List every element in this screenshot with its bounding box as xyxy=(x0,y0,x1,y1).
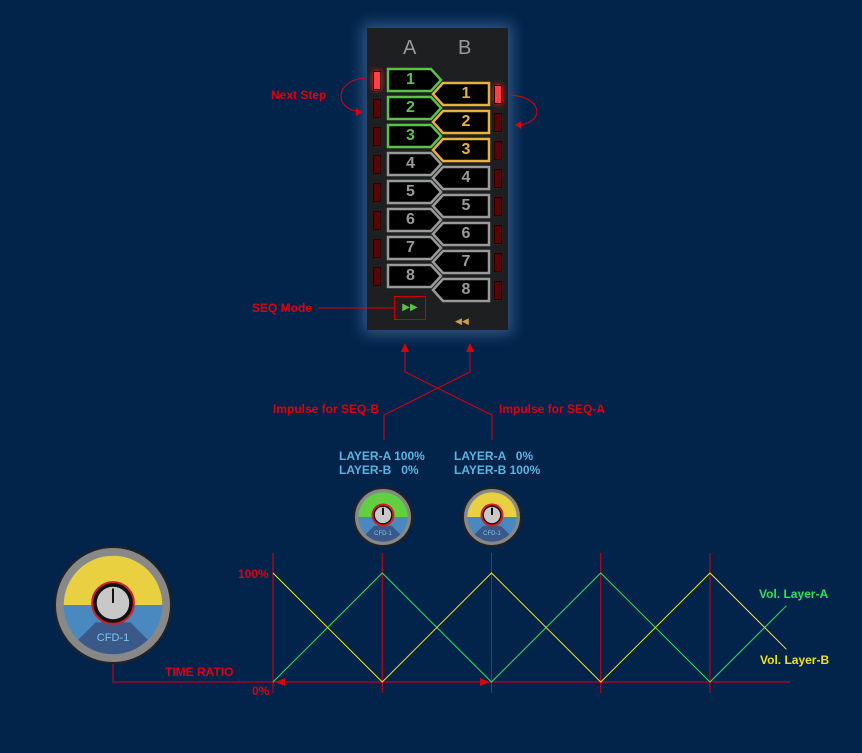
step-b-led xyxy=(494,113,502,132)
time-ratio-label: TIME RATIO xyxy=(165,665,234,679)
step-a-button[interactable] xyxy=(386,179,443,205)
crossfader-knob-layer-a[interactable]: CFD-1 xyxy=(353,487,413,547)
step-b-label: 7 xyxy=(461,253,471,270)
step-a-label: 6 xyxy=(406,211,415,228)
impulse-b-line xyxy=(383,345,471,440)
step-b-label: 8 xyxy=(461,281,471,298)
step-b-led xyxy=(494,281,502,300)
series-line xyxy=(272,572,787,683)
impulse-a-line xyxy=(404,345,493,440)
step-a-led xyxy=(373,99,381,118)
seq-mode-b-button[interactable]: ◀◀ xyxy=(455,316,469,327)
step-a-led xyxy=(373,267,381,286)
crossfader-knob-main[interactable]: CFD-1 xyxy=(54,546,172,664)
impulse-a-label: Impulse for SEQ-A xyxy=(499,402,606,416)
y-tick-0: 0% xyxy=(252,684,270,698)
step-b-label: 4 xyxy=(461,169,471,186)
step-b-button[interactable] xyxy=(431,81,491,107)
step-b-button[interactable] xyxy=(431,137,491,163)
step-b-button[interactable] xyxy=(431,165,491,191)
step-a-button[interactable] xyxy=(386,263,443,289)
crossfader-knob-layer-b[interactable]: CFD-1 xyxy=(462,487,522,547)
step-a-led xyxy=(373,127,381,146)
knob-label: CFD-1 xyxy=(483,531,501,537)
forward-icon: ▶▶ xyxy=(402,302,418,313)
step-b-button[interactable] xyxy=(431,193,491,219)
state-2-text: LAYER-A 0% LAYER-B 100% xyxy=(454,449,541,477)
column-b-header: B xyxy=(458,37,472,59)
legend-layer-a: Vol. Layer-A xyxy=(759,587,829,601)
step-b-button[interactable] xyxy=(431,221,491,247)
step-b-led xyxy=(494,225,502,244)
step-a-label: 1 xyxy=(406,71,415,88)
sequencer-panel: A B 1 1 2 2 3 3 4 4 5 5 6 6 7 7 8 8 ▶▶ ◀◀ xyxy=(367,28,508,330)
step-b-label: 2 xyxy=(461,113,471,130)
step-a-label: 8 xyxy=(406,267,415,284)
step-a-button[interactable] xyxy=(386,123,443,149)
legend-layer-b: Vol. Layer-B xyxy=(760,653,830,667)
step-a-label: 3 xyxy=(406,127,415,144)
step-a-button[interactable] xyxy=(386,151,443,177)
step-a-label: 4 xyxy=(406,155,415,172)
step-b-label: 1 xyxy=(461,85,471,102)
step-a-led xyxy=(373,239,381,258)
crossfade-chart xyxy=(272,553,787,693)
step-b-led xyxy=(494,141,502,160)
seq-mode-label: SEQ Mode xyxy=(252,301,313,315)
column-a-header: A xyxy=(403,37,417,59)
step-a-button[interactable] xyxy=(386,67,443,93)
state-1-text: LAYER-A 100% LAYER-B 0% xyxy=(339,449,425,477)
step-a-led xyxy=(373,155,381,174)
step-a-button[interactable] xyxy=(386,207,443,233)
y-tick-100: 100% xyxy=(238,567,269,581)
step-b-label: 5 xyxy=(461,197,471,214)
step-a-led xyxy=(373,71,381,90)
step-a-label: 5 xyxy=(406,183,415,200)
seq-mode-a-button[interactable]: ▶▶ xyxy=(394,296,426,320)
rewind-icon: ◀◀ xyxy=(455,316,469,326)
next-step-label: Next Step xyxy=(271,88,327,102)
step-b-led xyxy=(494,169,502,188)
knob-label: CFD-1 xyxy=(374,531,392,537)
step-a-led xyxy=(373,211,381,230)
step-b-led xyxy=(494,253,502,272)
step-b-led xyxy=(494,85,502,104)
step-b-button[interactable] xyxy=(431,277,491,303)
step-a-led xyxy=(373,183,381,202)
series-line xyxy=(272,572,787,683)
step-b-button[interactable] xyxy=(431,249,491,275)
next-step-arrow-a xyxy=(340,77,366,113)
step-b-label: 3 xyxy=(461,141,471,158)
step-a-button[interactable] xyxy=(386,235,443,261)
next-step-arrow-b xyxy=(509,94,538,126)
step-a-label: 2 xyxy=(406,99,415,116)
step-a-label: 7 xyxy=(406,239,415,256)
step-b-label: 6 xyxy=(461,225,471,242)
step-a-button[interactable] xyxy=(386,95,443,121)
impulse-b-label: Impulse for SEQ-B xyxy=(273,402,380,416)
knob-label: CFD-1 xyxy=(97,632,129,644)
step-b-button[interactable] xyxy=(431,109,491,135)
step-b-led xyxy=(494,197,502,216)
